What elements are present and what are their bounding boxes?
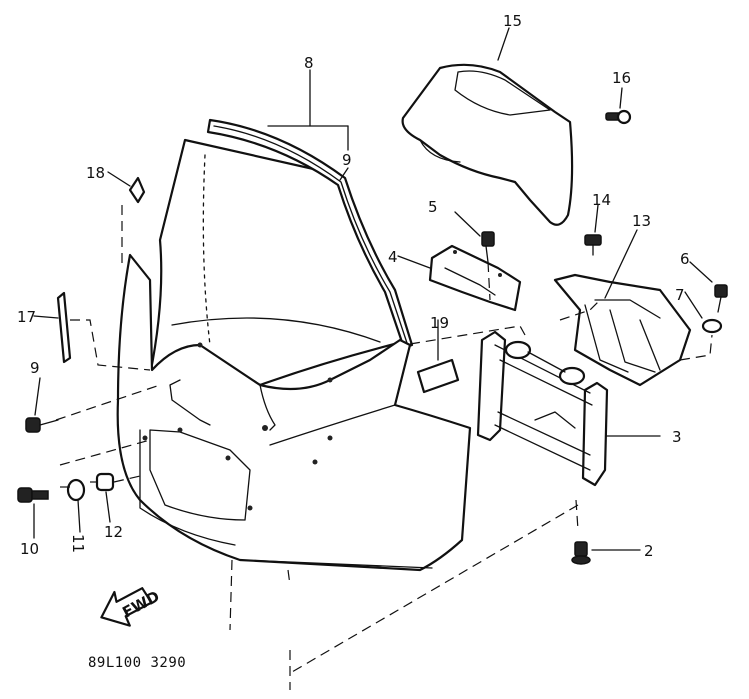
callout-4: 4: [388, 248, 398, 266]
callout-6: 6: [680, 250, 690, 268]
screw-16: [605, 109, 632, 125]
bolt-2: [571, 541, 591, 565]
callout-9-lower: 9: [30, 359, 40, 377]
callout-7: 7: [675, 286, 685, 304]
callout-11: 11: [69, 534, 87, 553]
callout-labels: 8 9 15 16 18 5 14 13 4 6 7 17 19 9 3 10 …: [17, 12, 690, 560]
callout-15: 15: [503, 12, 522, 30]
bracket-4: [428, 244, 522, 312]
callout-9-upper: 9: [342, 151, 352, 169]
windshield-molding: [206, 118, 414, 350]
bolt-6: [714, 284, 728, 313]
forward-arrow: FWD: [100, 587, 163, 627]
bolt-10: [17, 487, 49, 503]
callout-8: 8: [304, 54, 314, 72]
strip-17: [56, 291, 72, 364]
callout-14: 14: [592, 191, 611, 209]
callout-12: 12: [104, 523, 123, 541]
grommet-12: [95, 472, 115, 492]
callout-18: 18: [86, 164, 105, 182]
meter-cover: [401, 63, 574, 226]
reference-lines: [33, 27, 713, 690]
collar-11: [66, 478, 86, 502]
callout-2: 2: [644, 542, 654, 560]
callout-13: 13: [632, 212, 651, 230]
callout-10: 10: [20, 540, 39, 558]
callout-17: 17: [17, 308, 36, 326]
front-cowling: [116, 253, 472, 572]
screw-5: [454, 211, 495, 263]
callout-16: 16: [612, 69, 631, 87]
emblem-18: [128, 176, 146, 204]
frame-bracket-3: [476, 330, 609, 487]
washer-7: [701, 318, 723, 334]
bolt-9-lower: [25, 417, 59, 433]
label-19: [416, 358, 460, 394]
callout-3: 3: [672, 428, 682, 446]
callout-5: 5: [428, 198, 438, 216]
diagram-code: 89L100 3290: [88, 655, 186, 671]
screw-14: [584, 234, 602, 256]
callout-19: 19: [430, 314, 449, 332]
